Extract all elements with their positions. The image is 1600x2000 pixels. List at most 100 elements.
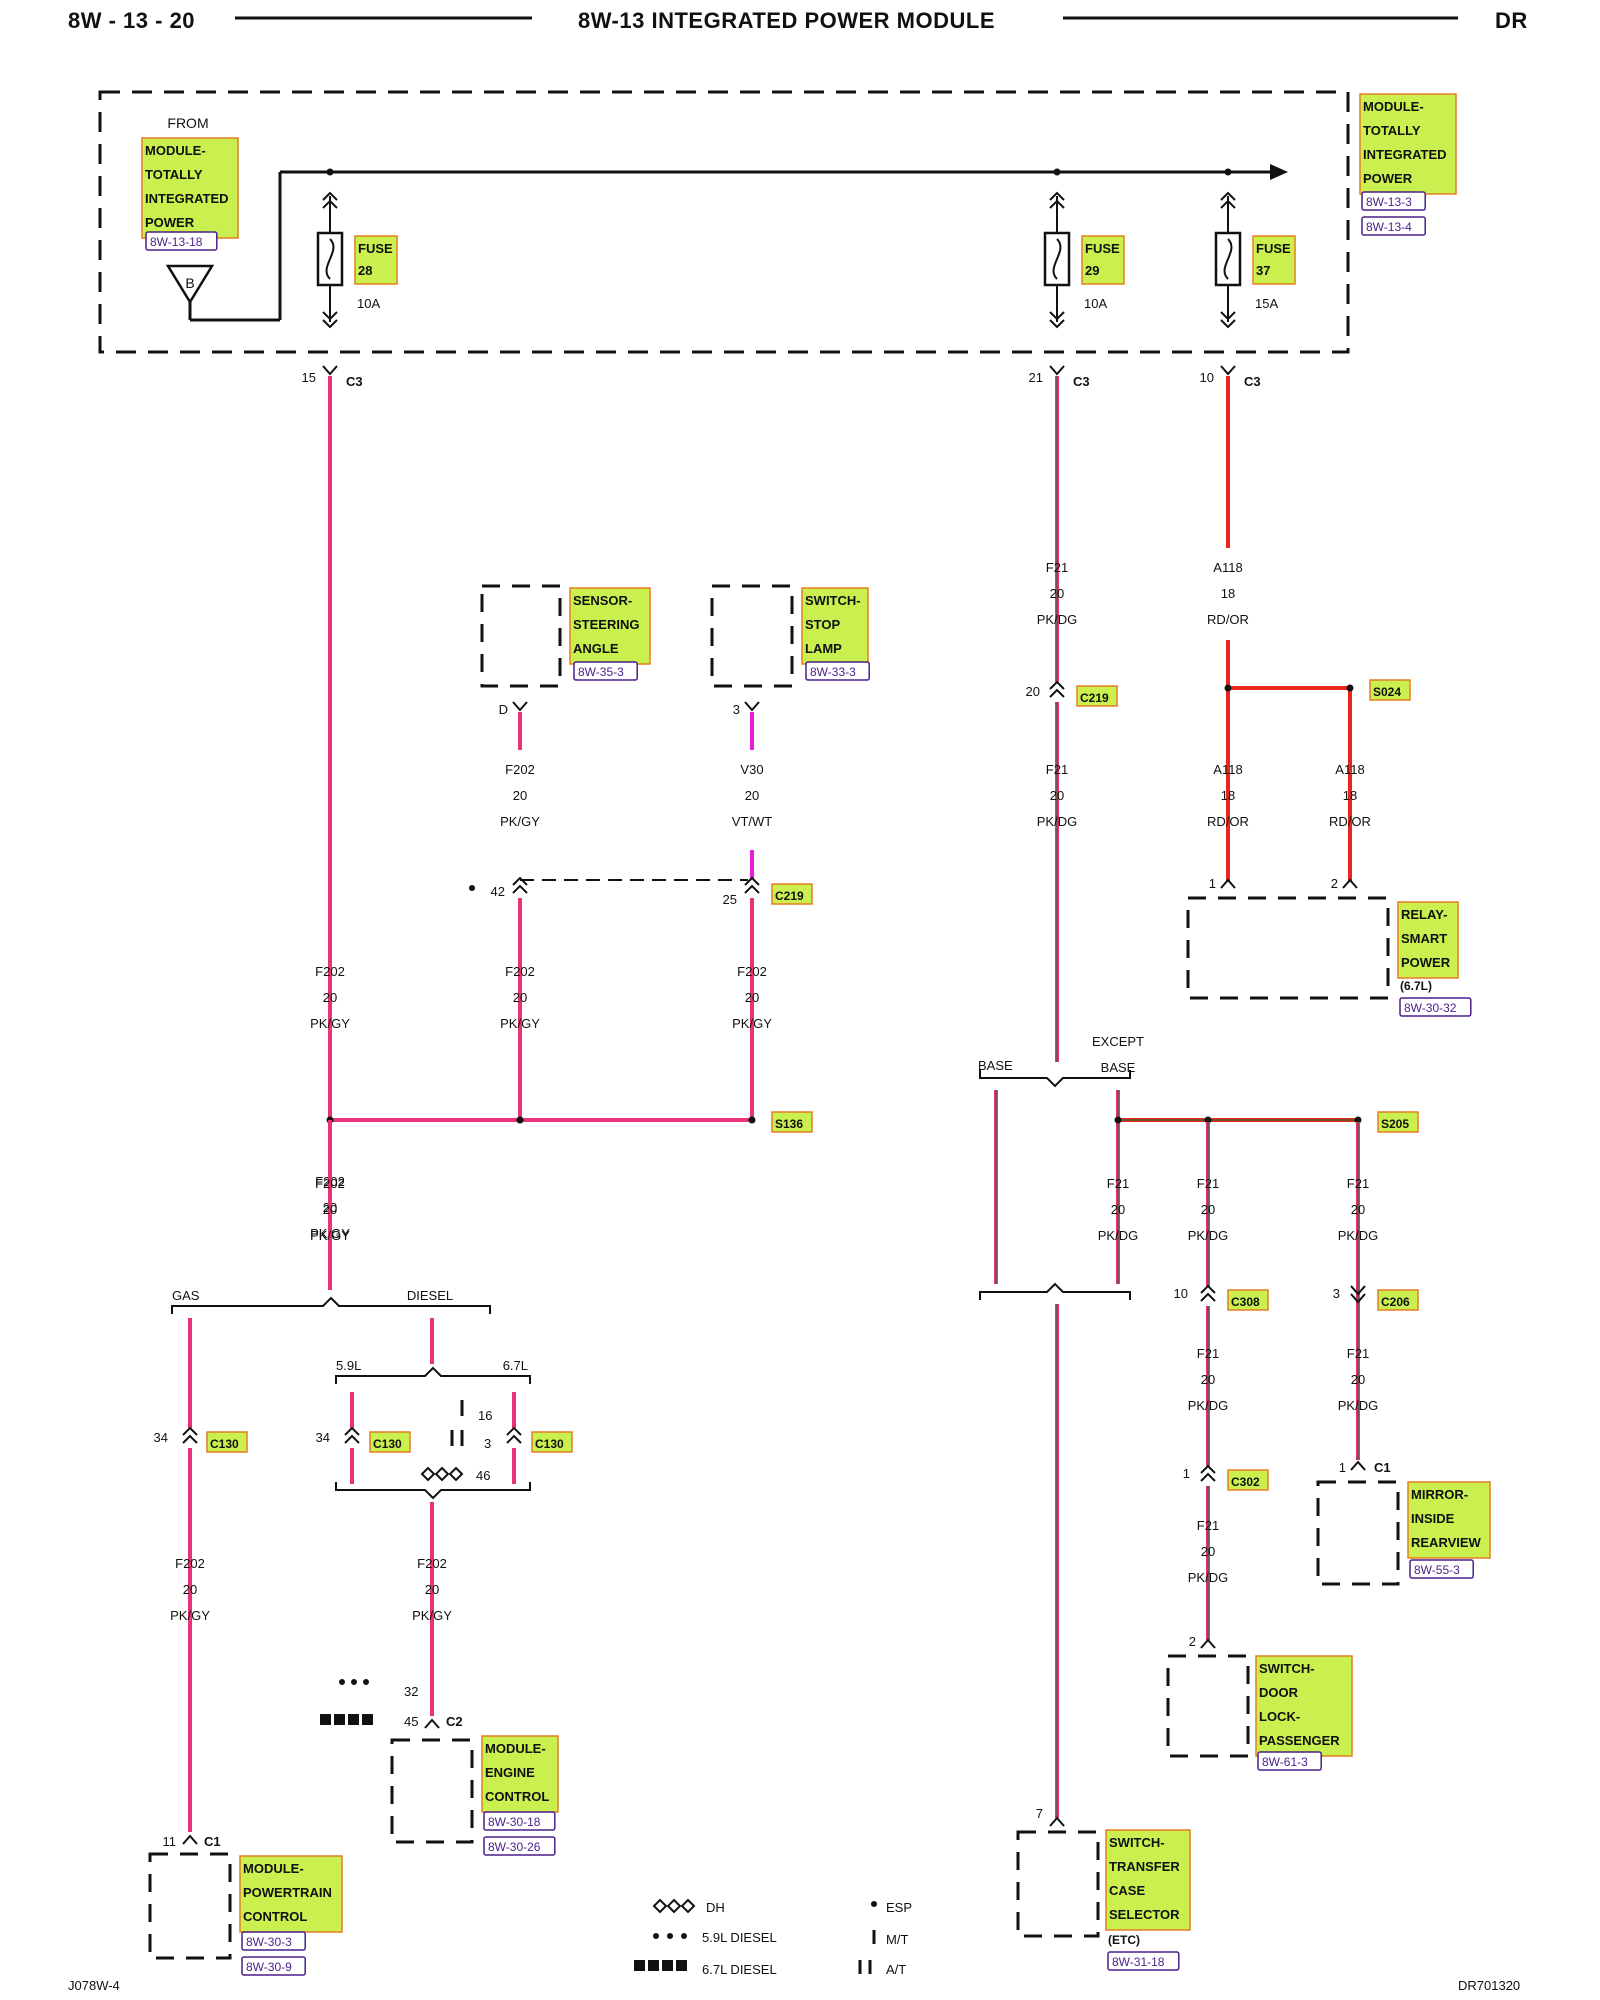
splice-dot-3	[748, 1116, 756, 1124]
fuse-connector-1: C3	[1073, 374, 1090, 389]
pcm-ref-2: 8W-30-9	[246, 1960, 292, 1974]
legend-dot-icon-2	[681, 1933, 687, 1939]
source-ref-box	[145, 231, 218, 251]
c302-label: C302	[1231, 1475, 1260, 1489]
door-lock-pin: 2	[1189, 1634, 1196, 1649]
pin-3-c206: 3	[1333, 1286, 1340, 1301]
pin-16: 16	[478, 1408, 492, 1423]
mirror-connector: C1	[1374, 1460, 1391, 1475]
c219-f21-connector-chevron-up2	[1049, 688, 1065, 698]
c206-terminal-2	[1350, 1285, 1366, 1296]
continued-ref-2-box	[1361, 216, 1426, 236]
relay-terminal-2	[1342, 878, 1358, 889]
door-lock-ref-box	[1257, 1751, 1322, 1771]
legend-67l: 6.7L DIESEL	[702, 1962, 777, 1977]
relay-ref-box	[1399, 997, 1472, 1017]
stop-lamp-terminal	[744, 701, 760, 712]
pin-34-59l: 34	[316, 1430, 330, 1445]
bus-tap-1	[1053, 168, 1061, 176]
mirror-terminal	[1350, 1460, 1366, 1471]
pcm-box	[148, 1852, 232, 1960]
fuse-terminal-1	[1049, 365, 1065, 376]
s205-dot-3	[1354, 1116, 1362, 1124]
continued-ref-1-box	[1361, 191, 1426, 211]
fuse-lower-chevron2-2	[1220, 319, 1236, 329]
c206-label-bg	[1377, 1289, 1419, 1311]
c130-59l-label: C130	[373, 1437, 402, 1451]
mirror-pin: 1	[1339, 1460, 1346, 1475]
stop-lamp-ref: 8W-33-3	[810, 665, 856, 679]
source-ref: 8W-13-18	[150, 235, 203, 249]
c130-59l-connector-chevron-up2	[344, 1434, 360, 1444]
bus-tap-2	[1224, 168, 1232, 176]
transfer-box	[1016, 1830, 1100, 1938]
fuse-terminal-0	[322, 365, 338, 376]
splice-s024-label: S024	[1373, 685, 1401, 699]
c219-f21-label: C219	[1080, 691, 1109, 705]
splice-s205-label: S205	[1381, 1117, 1409, 1131]
pcm-ref-2-box	[241, 1956, 306, 1976]
relay-box	[1186, 896, 1390, 1000]
c130-59l-connector-chevron-up	[344, 1426, 360, 1436]
transfer-terminal	[1049, 1816, 1065, 1827]
c130-67l-connector-chevron-up2	[506, 1434, 522, 1444]
c130-67l-label: C130	[535, 1437, 564, 1451]
fuse-0-element	[325, 238, 335, 280]
door-lock-label-bg	[1255, 1655, 1353, 1757]
pcm-connector: C1	[204, 1834, 221, 1849]
pcm-terminal	[182, 1834, 198, 1845]
base-brace-top	[979, 1070, 1131, 1088]
dh-diamond-icon-d3	[448, 1466, 464, 1482]
base-label: BASE	[978, 1058, 1013, 1073]
ecm-terminal	[424, 1718, 440, 1729]
ecm-label-bg	[481, 1735, 559, 1813]
ecm-square-icon-0	[320, 1714, 331, 1725]
s205-dot-2	[1204, 1116, 1212, 1124]
pin-42: 42	[491, 884, 505, 899]
dh-diamond-icon-d1	[420, 1466, 436, 1482]
page-number-left: 8W - 13 - 20	[68, 8, 196, 33]
door-lock-terminal	[1200, 1638, 1216, 1649]
diesel-engine-brace	[335, 1366, 531, 1384]
steering-connector-chevron-up	[512, 876, 528, 886]
legend-dot-icon-1	[667, 1933, 673, 1939]
c219-stop-connector-chevron-up	[744, 876, 760, 886]
pin-3: 3	[484, 1436, 491, 1451]
c308-connector-chevron-up2	[1200, 1292, 1216, 1302]
fuse-label-1-bg	[1081, 235, 1125, 285]
c130-67l-label-bg	[531, 1431, 573, 1453]
steering-sensor-ref: 8W-35-3	[578, 665, 624, 679]
page-number-right: DR	[1495, 8, 1528, 33]
fuse-lower-chevron-2	[1220, 311, 1236, 321]
source-pin: B	[185, 275, 194, 291]
gas-label: GAS	[172, 1288, 200, 1303]
c219-f21-label-bg	[1076, 685, 1118, 707]
bus-tap-0	[326, 168, 334, 176]
legend-59l: 5.9L DIESEL	[702, 1930, 777, 1945]
ecm-square-icon-3	[362, 1714, 373, 1725]
relay-ref: 8W-30-32	[1404, 1001, 1457, 1015]
relay-label-bg	[1397, 901, 1459, 979]
mirror-label-bg	[1407, 1481, 1491, 1559]
ecm-square-icon-2	[348, 1714, 359, 1725]
ground-triangle-icon	[165, 264, 215, 305]
pin-34-gas: 34	[154, 1430, 168, 1445]
mirror-ref-box	[1409, 1559, 1474, 1579]
pin-46: 46	[476, 1468, 490, 1483]
fuse-terminal-2	[1220, 365, 1236, 376]
continued-ref-1: 8W-13-3	[1366, 195, 1412, 209]
